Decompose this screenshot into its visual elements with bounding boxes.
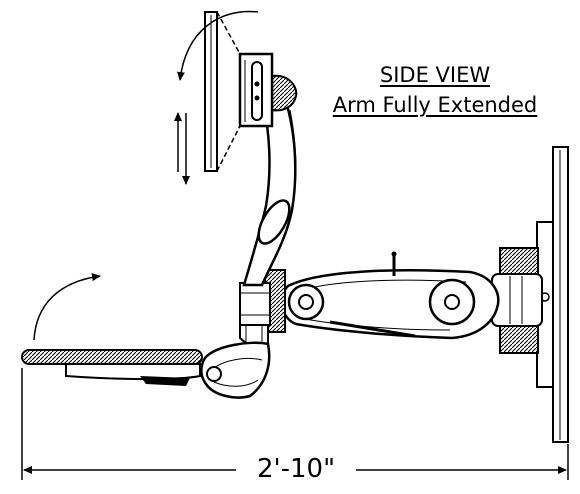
wall-plate — [536, 146, 569, 443]
pivot-joint — [239, 269, 286, 333]
wall-bracket — [491, 247, 543, 354]
monitor-mount — [238, 52, 298, 128]
monitor-height-arrow — [174, 112, 190, 185]
keyboard-tray-bracket — [200, 341, 271, 399]
extension-arm — [280, 251, 500, 340]
keyboard-tray-tilt-arrow — [33, 273, 101, 341]
keyboard-tray — [21, 349, 203, 386]
monitor-tilt-arrow — [176, 10, 259, 81]
monitor-panel — [204, 11, 241, 172]
overall-length-label: 2'-10" — [236, 452, 356, 486]
view-title: SIDE VIEW — [379, 63, 491, 87]
overall-dimension-line — [21, 368, 569, 480]
view-subtitle: Arm Fully Extended — [332, 93, 538, 117]
